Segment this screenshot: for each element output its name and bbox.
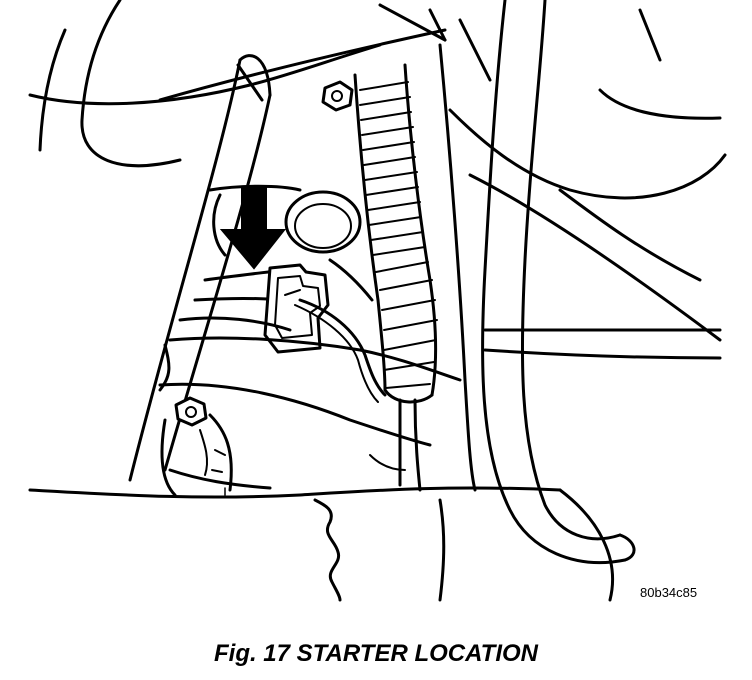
wiring-harness-conduit	[353, 63, 438, 404]
upper-body-panel	[28, 0, 447, 168]
lower-bolt	[174, 396, 208, 427]
right-structure	[448, 8, 727, 360]
upper-bolt	[321, 80, 354, 112]
location-arrow-icon	[219, 187, 287, 270]
cutaway-break	[28, 468, 615, 602]
figure-caption: Fig. 17 STARTER LOCATION	[213, 640, 538, 667]
lower-bracket	[160, 413, 233, 497]
frame-crossmember	[158, 316, 462, 447]
center-rods	[369, 43, 477, 492]
starter-location-illustration	[28, 0, 727, 602]
right-hose	[481, 0, 636, 565]
figure-reference-code: 80b34c85	[640, 585, 698, 600]
connector-wire	[294, 298, 387, 403]
starter-solenoid-opening	[284, 190, 362, 254]
